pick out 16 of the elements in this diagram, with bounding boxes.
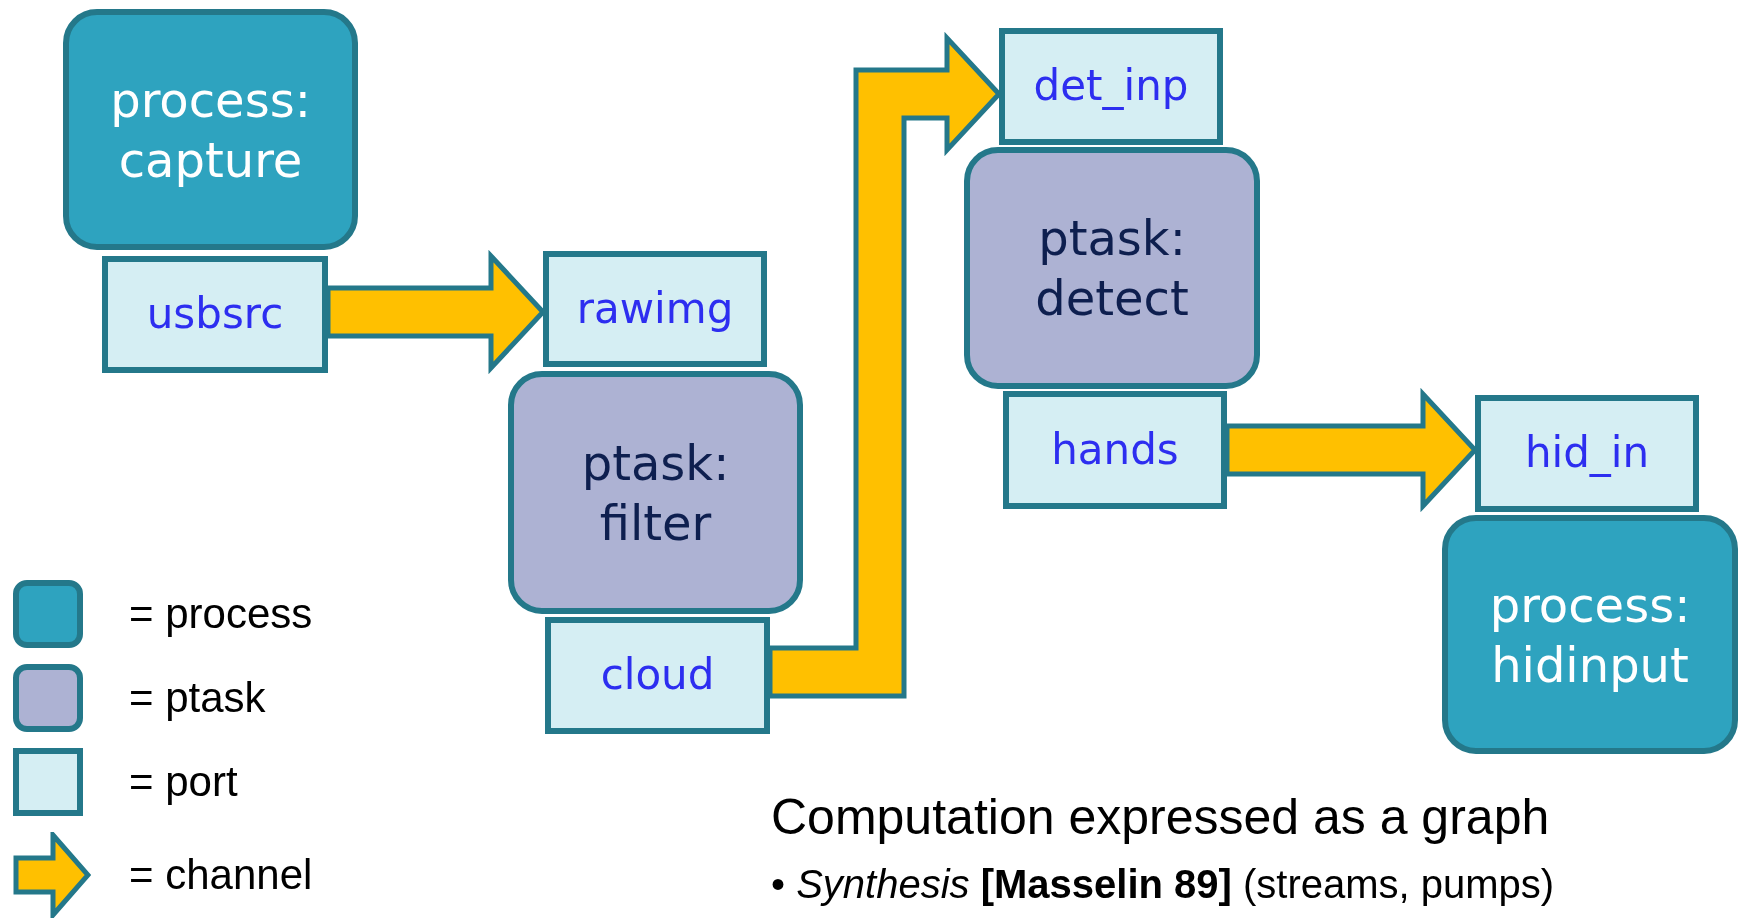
process-box: process: capture <box>63 9 358 250</box>
bullet-text: • Synthesis [Masselin 89] (streams, pumps) <box>771 862 1555 906</box>
port-box: cloud <box>545 617 770 734</box>
legend-label: = ptask <box>129 674 266 722</box>
legend-label: = channel <box>129 851 313 899</box>
legend-label: = process <box>129 590 313 638</box>
ptask-box: ptask: filter <box>508 371 803 614</box>
ptask-box: ptask: detect <box>964 147 1260 389</box>
port-box: usbsrc <box>102 256 328 373</box>
process-box: process: hidinput <box>1442 515 1738 754</box>
legend-label: = port <box>129 758 238 806</box>
port-box: hands <box>1003 391 1227 509</box>
port-box: hid_in <box>1475 395 1699 512</box>
caption-heading: Computation expressed as a graph <box>771 788 1550 846</box>
port-box: det_inp <box>999 28 1223 145</box>
port-box: rawimg <box>543 251 767 367</box>
